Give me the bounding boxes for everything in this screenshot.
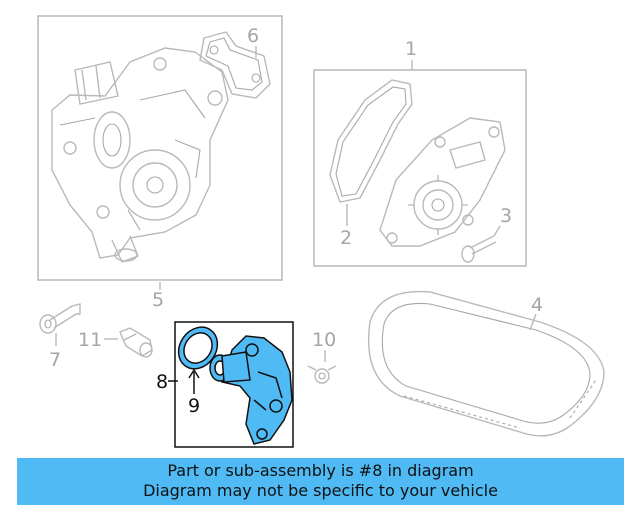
callout-1: 1: [405, 38, 417, 60]
callout-3: 3: [500, 205, 512, 227]
gasket-drawing-6: [199, 31, 271, 99]
thermostat-housing-drawing: [51, 47, 229, 263]
bolt-drawing-10: [307, 365, 337, 384]
callout-4: 4: [531, 294, 543, 316]
highlighted-part-group: 8 9: [156, 321, 294, 448]
housing-assembly-box: [37, 15, 283, 281]
callout-8: 8: [156, 371, 168, 393]
thermostat-drawing-8: [209, 335, 293, 445]
callout-9: 9: [188, 395, 200, 417]
callout-6: 6: [247, 25, 259, 47]
water-pump-assembly-box: [313, 69, 527, 267]
banner-line-part: Part or sub-assembly is #8 in diagram: [167, 461, 474, 480]
housing-assembly-group: 6: [37, 15, 283, 281]
bolt-drawing-3: [461, 235, 497, 263]
water-pump-assembly-group: 1 2 3: [313, 38, 527, 267]
parts-diagram: 6 1 2 3 5: [37, 15, 605, 448]
drive-belt-drawing-4: [367, 290, 605, 437]
water-pump-drawing: [379, 117, 506, 247]
pump-gasket-drawing-2: [329, 79, 413, 203]
callout-11: 11: [78, 329, 102, 351]
callout-7: 7: [49, 349, 61, 371]
bolt-drawing-7: [39, 303, 81, 334]
info-banner: Part or sub-assembly is #8 in diagram Di…: [17, 458, 624, 505]
callout-5: 5: [152, 289, 164, 311]
highlighted-part-box: [174, 321, 294, 448]
callout-2: 2: [340, 227, 352, 249]
callout-10: 10: [312, 329, 336, 351]
sensor-drawing-11: [119, 327, 153, 358]
banner-line-disclaimer: Diagram may not be specific to your vehi…: [143, 481, 498, 500]
